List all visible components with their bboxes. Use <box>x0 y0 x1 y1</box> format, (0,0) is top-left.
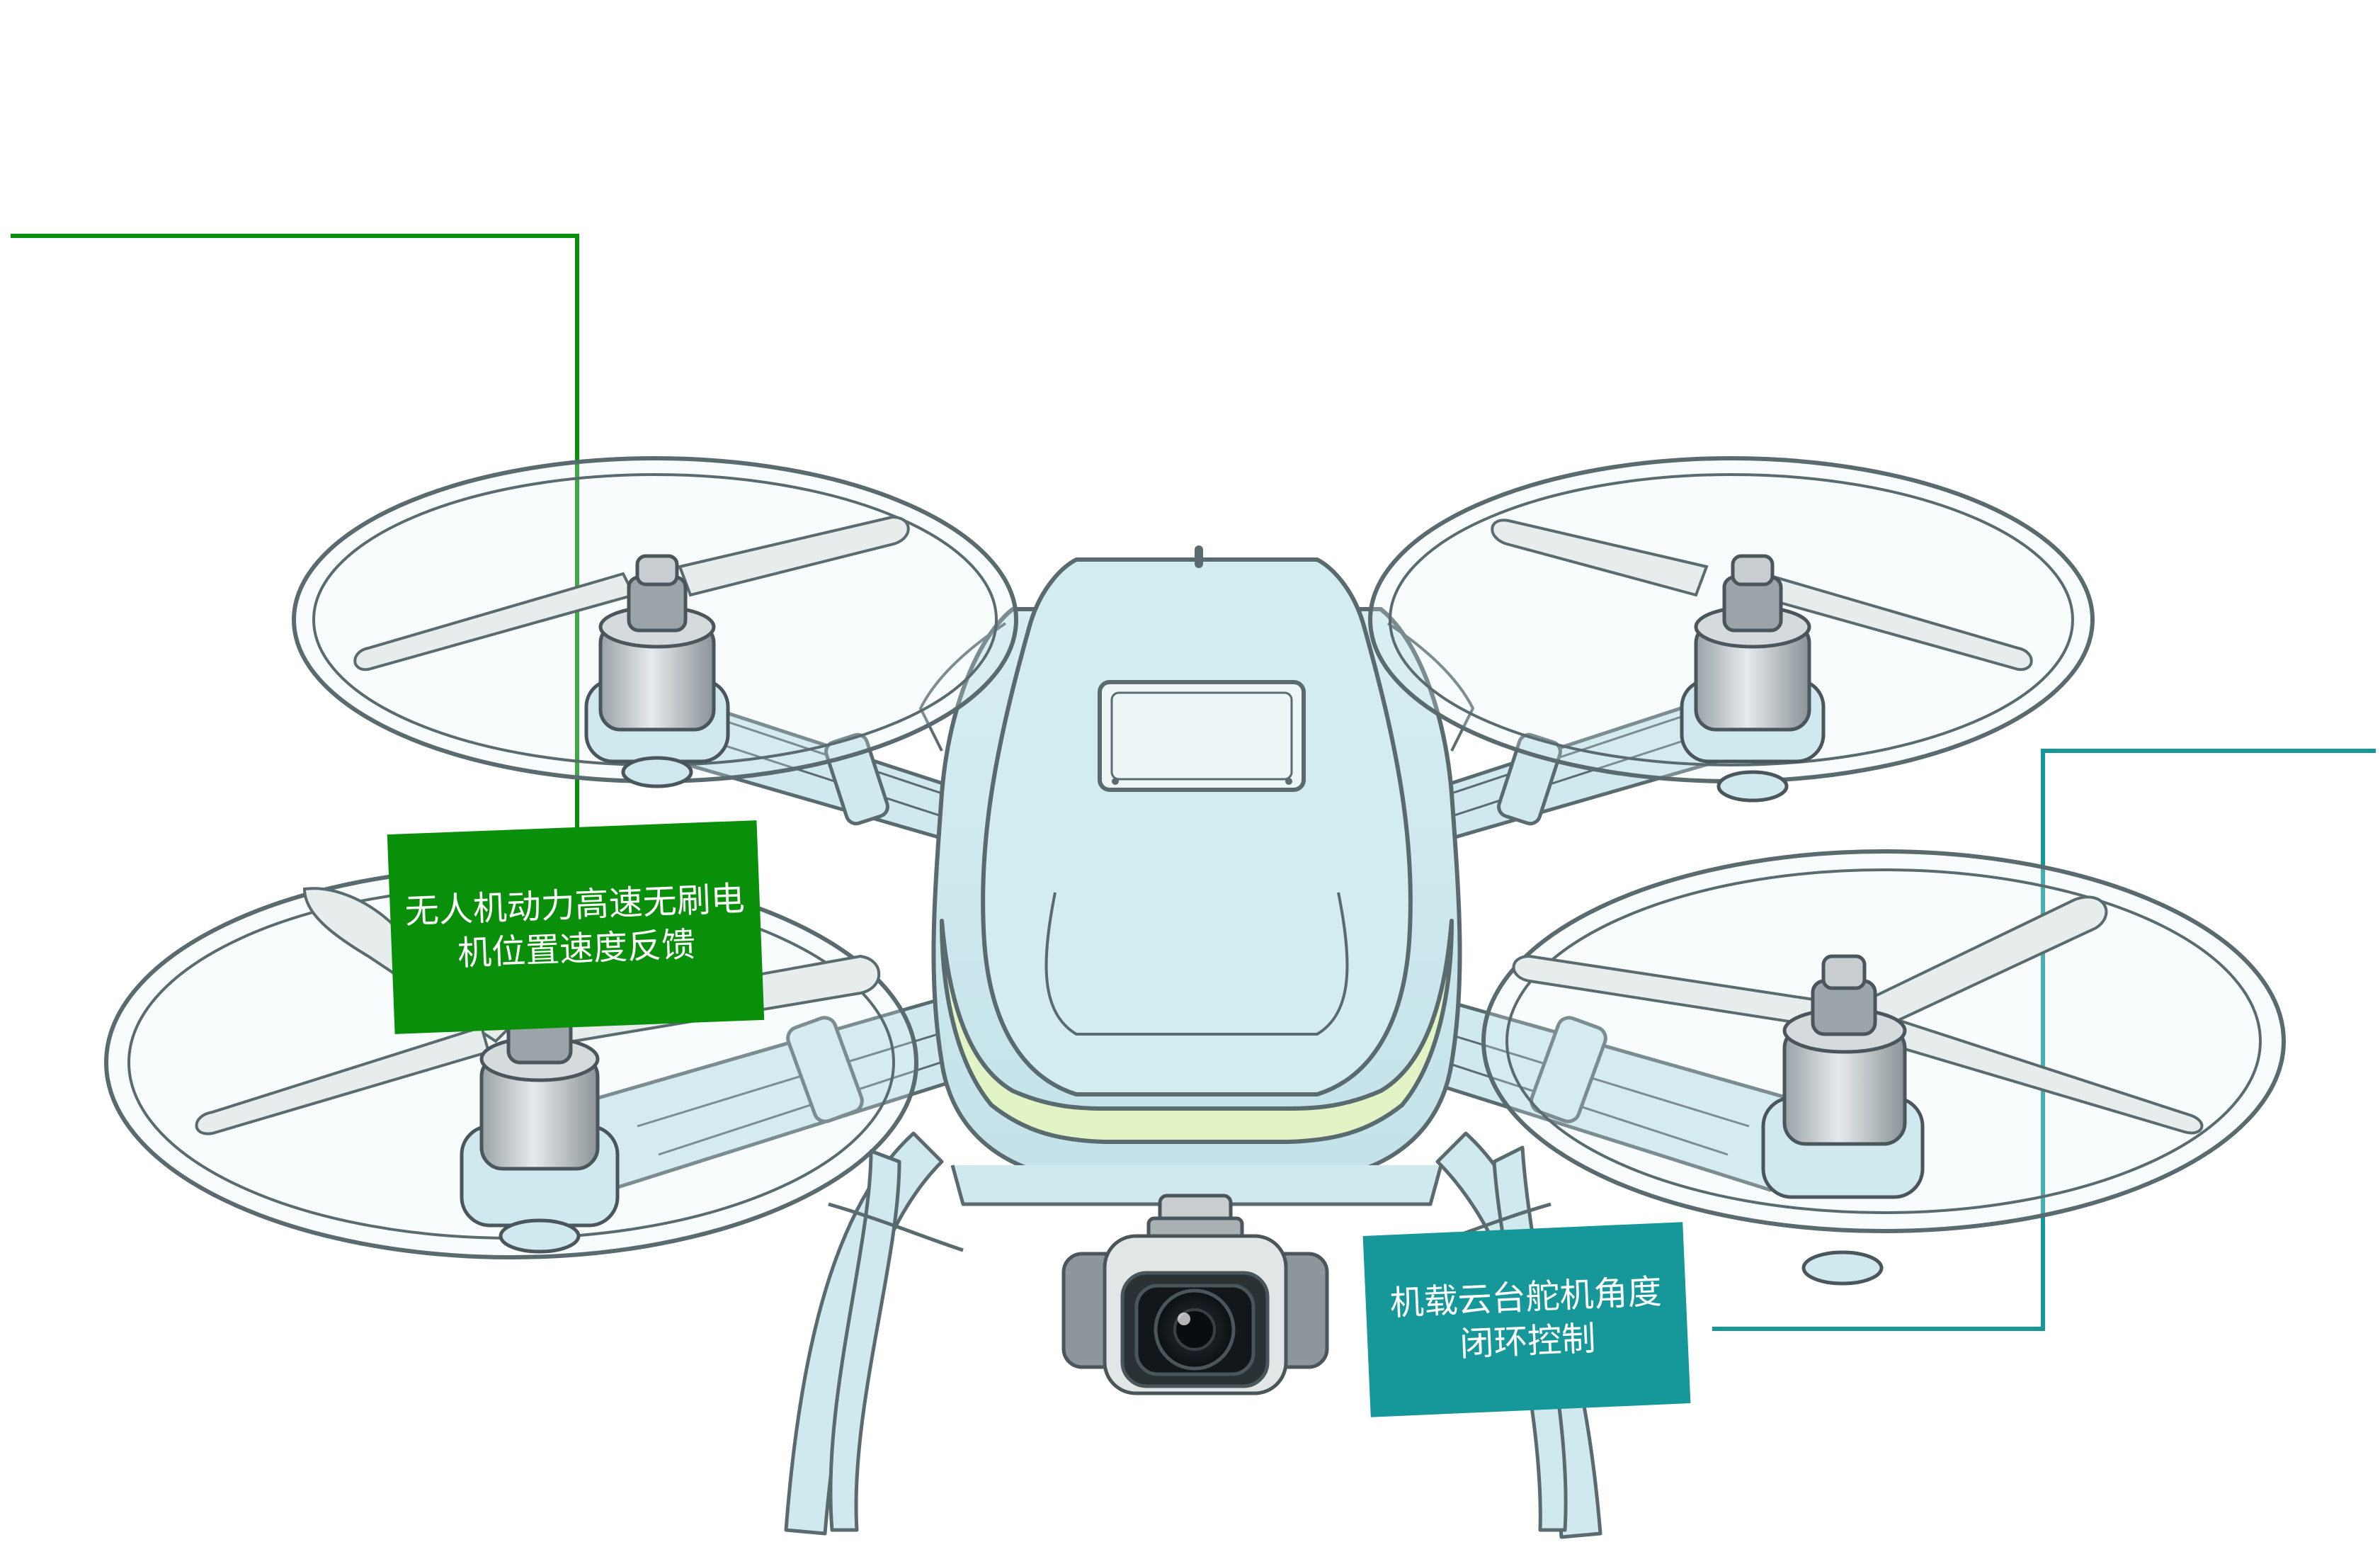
gimbal-camera-icon <box>1061 1194 1329 1395</box>
motor-rear-left-icon <box>584 554 730 788</box>
rotor-rear-right <box>1368 456 2095 803</box>
motor-front-left-icon <box>460 986 620 1254</box>
motor-feedback-text: 无人机动力高速无刷电机位置速度反馈 <box>404 878 746 974</box>
drone-body <box>919 545 1474 1206</box>
gimbal-control-label: 机载云台舵机角度闭环控制 <box>1362 1222 1691 1417</box>
motor-feedback-label: 无人机动力高速无刷电机位置速度反馈 <box>387 820 765 1034</box>
motor-rear-right-icon <box>1680 554 1826 803</box>
motor-front-right-icon <box>1761 954 1925 1286</box>
rotor-front-right <box>1481 849 2286 1286</box>
gimbal-control-text: 机载云台舵机角度闭环控制 <box>1389 1271 1663 1365</box>
rotor-rear-left <box>292 456 1018 788</box>
callout-line-gimbal <box>1712 749 2376 1331</box>
callout-line-motor <box>11 234 579 846</box>
